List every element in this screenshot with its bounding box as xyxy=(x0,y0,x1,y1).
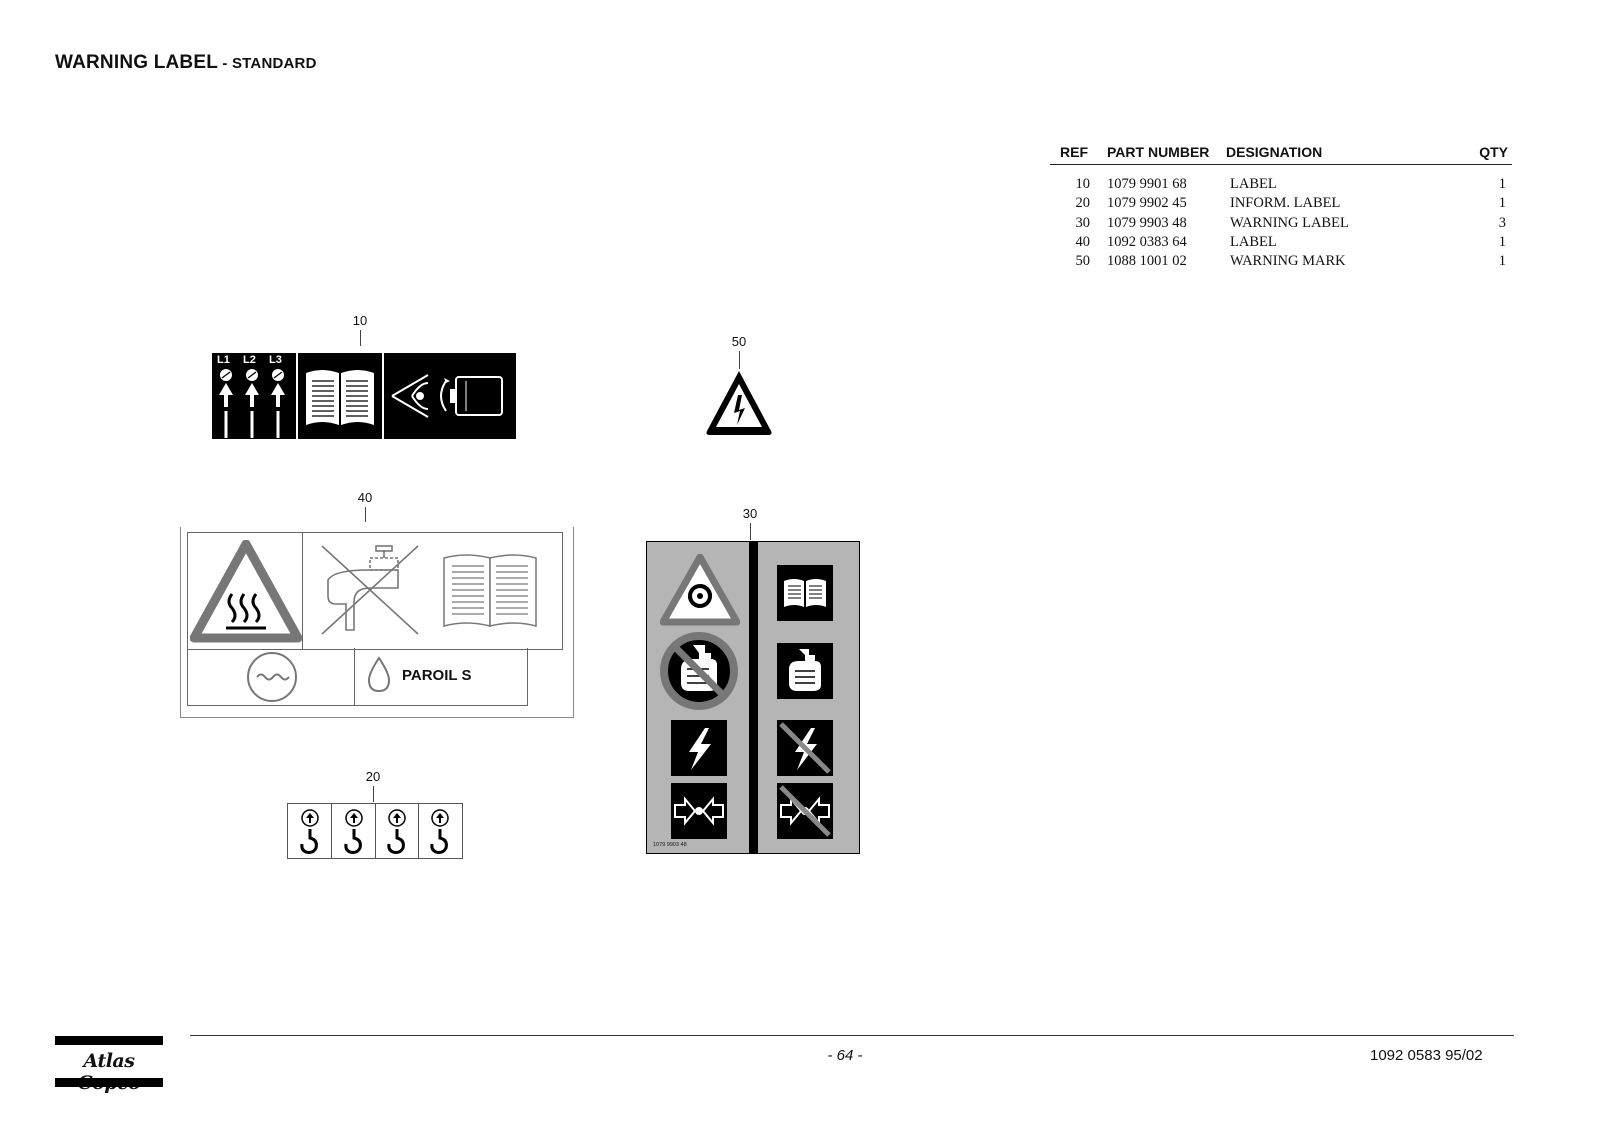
col-ref: REF xyxy=(1060,144,1088,160)
leader-line xyxy=(373,786,374,802)
lifting-hook-icon xyxy=(344,809,363,854)
table-row: 20 1079 9902 45 INFORM. LABEL 1 xyxy=(1050,195,1512,214)
page-title: WARNING LABEL - STANDARD xyxy=(55,52,317,74)
part-number-cell: 1079 9902 45 xyxy=(1107,195,1187,212)
divider xyxy=(302,532,303,649)
callout-40: 40 xyxy=(357,490,373,505)
no-pressure-icon xyxy=(777,783,833,839)
label-code: 1079 9903 48 xyxy=(653,842,687,848)
open-book-icon xyxy=(777,565,833,621)
parts-table: REF PART NUMBER DESIGNATION QTY 10 1079 … xyxy=(1050,140,1512,272)
lifting-hooks-label xyxy=(287,803,463,859)
part-number-cell: 1088 1001 02 xyxy=(1107,253,1187,270)
divider xyxy=(375,804,376,858)
phase-label-l2: L2 xyxy=(243,354,256,366)
qty-cell: 1 xyxy=(1498,176,1506,192)
col-part-number: PART NUMBER xyxy=(1107,144,1210,160)
qty-cell: 1 xyxy=(1498,195,1506,212)
oil-drop-icon xyxy=(367,656,391,693)
hand-maintenance-icon xyxy=(777,643,833,699)
leader-line xyxy=(739,351,740,369)
designation-cell: LABEL xyxy=(1230,233,1277,250)
terminal-arrows-icon xyxy=(219,369,285,438)
table-row: 50 1088 1001 02 WARNING MARK 1 xyxy=(1050,253,1512,272)
designation-cell: WARNING LABEL xyxy=(1230,214,1349,231)
divider xyxy=(354,648,355,706)
electric-shock-icon xyxy=(671,720,727,776)
ref-cell: 20 xyxy=(1075,195,1091,212)
leader-line xyxy=(360,330,361,346)
pressure-icon xyxy=(671,783,727,839)
warning-label-30: 1079 9903 48 xyxy=(646,541,860,854)
open-book-icon xyxy=(443,554,537,627)
callout-50: 50 xyxy=(731,334,747,349)
leader-line xyxy=(365,507,366,522)
manual-panel xyxy=(298,353,382,439)
phase-terminals-panel: L1 L2 L3 xyxy=(212,353,296,439)
col-qty: QTY xyxy=(1479,144,1508,160)
ref-cell: 50 xyxy=(1075,253,1091,270)
label-40-bottom-row xyxy=(187,648,528,706)
lightning-warning-icon xyxy=(706,371,772,435)
qty-cell: 1 xyxy=(1498,233,1506,250)
logo-bar xyxy=(55,1078,163,1087)
phase-label-l1: L1 xyxy=(217,354,230,366)
no-electric-shock-icon xyxy=(777,720,833,776)
page-number: - 64 - xyxy=(827,1047,863,1064)
oil-name: PAROIL S xyxy=(402,667,472,684)
label-40-top-row xyxy=(187,532,563,650)
col-designation: DESIGNATION xyxy=(1226,144,1323,160)
divider xyxy=(749,542,758,853)
document-number: 1092 0583 95/02 xyxy=(1370,1047,1483,1064)
brand-name: Atlas Copco xyxy=(78,1050,141,1094)
part-number-cell: 1092 0383 64 xyxy=(1107,233,1187,250)
table-row: 30 1079 9903 48 WARNING LABEL 3 xyxy=(1050,215,1512,234)
callout-10: 10 xyxy=(352,313,368,328)
no-water-tap-icon xyxy=(321,545,419,635)
hot-surface-warning-icon xyxy=(190,540,302,643)
inspection-panel xyxy=(384,353,516,439)
phase-label-l3: L3 xyxy=(269,354,282,366)
title-main: WARNING LABEL xyxy=(55,52,219,73)
parts-table-header: REF PART NUMBER DESIGNATION QTY xyxy=(1050,140,1512,165)
eye-motor-icon xyxy=(391,374,503,418)
lifting-hook-icon xyxy=(300,809,319,854)
title-sub: - STANDARD xyxy=(218,55,317,72)
designation-cell: LABEL xyxy=(1230,176,1277,192)
label-40-outline xyxy=(180,527,574,718)
qty-cell: 1 xyxy=(1498,253,1506,270)
callout-30: 30 xyxy=(742,506,758,521)
divider xyxy=(418,804,419,858)
footer-rule xyxy=(190,1035,1514,1036)
table-row: 10 1079 9901 68 LABEL 1 xyxy=(1050,176,1512,195)
leader-line xyxy=(750,523,751,540)
lifting-hook-icon xyxy=(387,809,406,854)
water-icon xyxy=(247,652,297,702)
brand-logo: Atlas Copco xyxy=(55,1036,163,1094)
table-row: 40 1092 0383 64 LABEL 1 xyxy=(1050,234,1512,253)
logo-bar xyxy=(55,1036,163,1045)
ref-cell: 30 xyxy=(1075,214,1091,231)
ref-cell: 40 xyxy=(1075,233,1091,250)
lifting-hook-icon xyxy=(430,809,449,854)
callout-20: 20 xyxy=(365,769,381,784)
open-book-icon xyxy=(306,370,374,425)
ref-cell: 10 xyxy=(1075,176,1091,192)
no-hand-maintenance-icon xyxy=(660,632,738,710)
part-number-cell: 1079 9901 68 xyxy=(1107,176,1187,192)
divider xyxy=(331,804,332,858)
rotating-parts-warning-icon xyxy=(660,554,740,626)
part-number-cell: 1079 9903 48 xyxy=(1107,214,1187,231)
designation-cell: WARNING MARK xyxy=(1230,253,1346,270)
qty-cell: 3 xyxy=(1498,214,1506,231)
designation-cell: INFORM. LABEL xyxy=(1230,195,1341,212)
